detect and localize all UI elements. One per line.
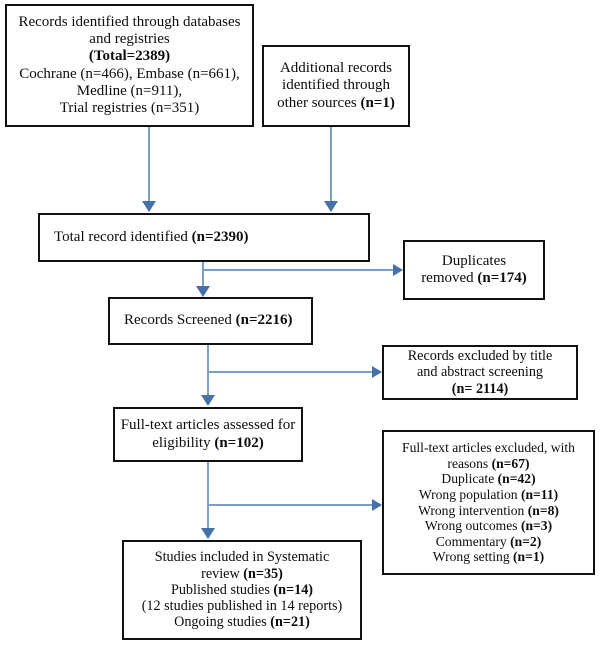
box-line: Published studies (n=14) — [170, 581, 314, 598]
box-duplicates-removed: Duplicates removed (n=174) — [403, 240, 545, 300]
connector-fulltext-to-included-vertical — [207, 462, 209, 530]
box-line: eligibility (n=102) — [152, 434, 264, 451]
box-line: Studies included in Systematic — [154, 549, 330, 566]
connector-fulltext-to-excluded-horizontal — [207, 504, 373, 506]
box-records-excluded-title-abstract: Records excluded by title and abstract s… — [382, 345, 578, 400]
box-line: Cochrane (n=466), Embase (n=661), — [19, 65, 240, 82]
connector-total-to-screened-vertical — [202, 262, 204, 288]
connector-databases-to-total-vertical — [148, 127, 150, 203]
box-line: removed (n=174) — [421, 270, 527, 286]
box-line: Additional records — [279, 60, 393, 77]
box-line: Records excluded by title — [407, 348, 553, 364]
box-line: Wrong population (n=11) — [418, 486, 559, 502]
box-full-text-articles-excluded-reasons: Full-text articles excluded, with reason… — [382, 430, 595, 575]
box-studies-included-systematic-review: Studies included in Systematic review (n… — [122, 540, 362, 640]
connector-other-sources-to-total-vertical — [330, 127, 332, 203]
box-line: Trial registries (n=351) — [59, 100, 200, 116]
arrow-fulltext-to-included — [201, 528, 215, 539]
box-total-record-identified: Total record identified (n=2390) — [38, 213, 370, 262]
connector-screened-to-excluded-horizontal — [207, 371, 373, 373]
box-line: Duplicate (n=42) — [441, 471, 536, 487]
box-line: review (n=35) — [201, 565, 283, 582]
box-line: and abstract screening — [416, 364, 544, 381]
box-line: and registries — [89, 31, 170, 47]
box-line: Records identified through databases — [18, 13, 241, 30]
arrow-databases-to-total — [142, 201, 156, 212]
arrow-total-to-duplicates — [393, 264, 403, 276]
box-line: (12 studies published in 14 reports) — [141, 598, 343, 615]
box-line: Total record identified (n=2390) — [54, 228, 249, 245]
box-records-screened: Records Screened (n=2216) — [108, 297, 313, 345]
box-line: Full-text articles assessed for — [120, 417, 296, 434]
box-line: Medline (n=911), — [76, 82, 183, 99]
box-line: (n= 2114) — [451, 380, 509, 397]
arrow-other-sources-to-total — [324, 201, 338, 212]
box-line: Wrong setting (n=1) — [432, 549, 545, 565]
arrow-fulltext-to-excluded — [372, 499, 382, 511]
box-line: reasons (n=67) — [447, 455, 530, 471]
box-full-text-articles-assessed: Full-text articles assessed for eligibil… — [113, 407, 303, 462]
box-line: identified through — [282, 77, 390, 94]
box-records-identified-databases: Records identified through databases and… — [5, 4, 254, 127]
arrow-screened-to-excluded — [372, 366, 382, 378]
box-line: Records Screened (n=2216) — [124, 312, 293, 329]
box-line: Wrong outcomes (n=3) — [424, 518, 553, 534]
box-line: Wrong intervention (n=8) — [418, 502, 559, 518]
arrow-screened-to-fulltext — [201, 395, 215, 406]
box-line: other sources (n=1) — [277, 94, 395, 111]
connector-total-to-duplicates-horizontal — [202, 269, 394, 271]
arrow-total-to-screened — [196, 286, 210, 297]
box-line: Full-text articles excluded, with — [402, 440, 575, 455]
box-line: Duplicates — [441, 252, 507, 269]
box-additional-records-other-sources: Additional records identified through ot… — [262, 45, 410, 127]
box-line: Ongoing studies (n=21) — [174, 614, 310, 631]
box-line: (Total=2389) — [88, 48, 171, 65]
box-line: Commentary (n=2) — [435, 533, 542, 549]
